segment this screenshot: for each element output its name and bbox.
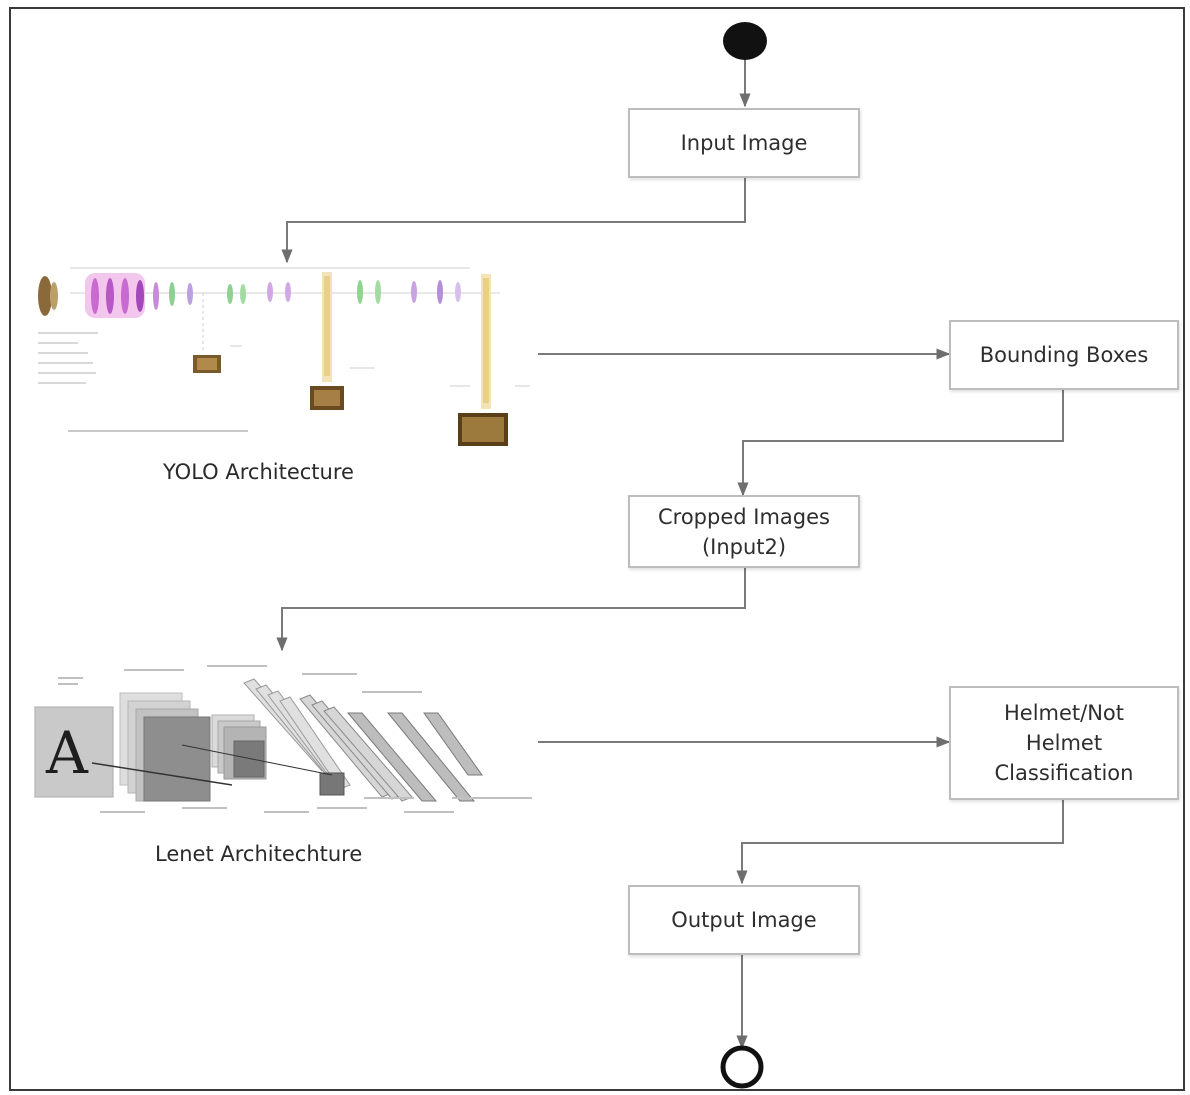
output-image-node: Output Image — [628, 885, 860, 955]
end-node — [720, 1045, 764, 1089]
start-node — [723, 22, 767, 60]
input-image-node: Input Image — [628, 108, 860, 178]
helmet-classification-line1: Helmet/Not — [1003, 701, 1125, 725]
cropped-images-label-line1: Cropped Images — [658, 504, 830, 529]
cropped-images-label-line2: (Input2) — [701, 534, 787, 559]
lenet-architecture-thumbnail: A — [34, 665, 532, 813]
bounding-boxes-label: Bounding Boxes — [979, 343, 1149, 367]
bounding-boxes-node: Bounding Boxes — [949, 320, 1179, 390]
cropped-images-node: Cropped Images (Input2) — [628, 495, 860, 568]
output-image-label: Output Image — [671, 908, 817, 932]
edge-classification-to-output — [736, 800, 1064, 885]
yolo-architecture-thumbnail — [38, 267, 530, 446]
lenet-glyph: A — [45, 719, 89, 787]
edge-bounding-to-cropped — [737, 390, 1064, 497]
diagram-frame — [9, 7, 1185, 1091]
helmet-classification-line2: Helmet — [1025, 731, 1103, 755]
helmet-classification-node: Helmet/Not Helmet Classification — [949, 686, 1179, 800]
lenet-caption: Lenet Architechture — [155, 842, 363, 866]
edge-input-to-yolo — [281, 178, 746, 264]
edge-cropped-to-lenet — [276, 568, 746, 652]
input-image-label: Input Image — [680, 131, 808, 155]
helmet-classification-line3: Classification — [994, 761, 1134, 785]
yolo-caption: YOLO Architecture — [163, 460, 354, 484]
